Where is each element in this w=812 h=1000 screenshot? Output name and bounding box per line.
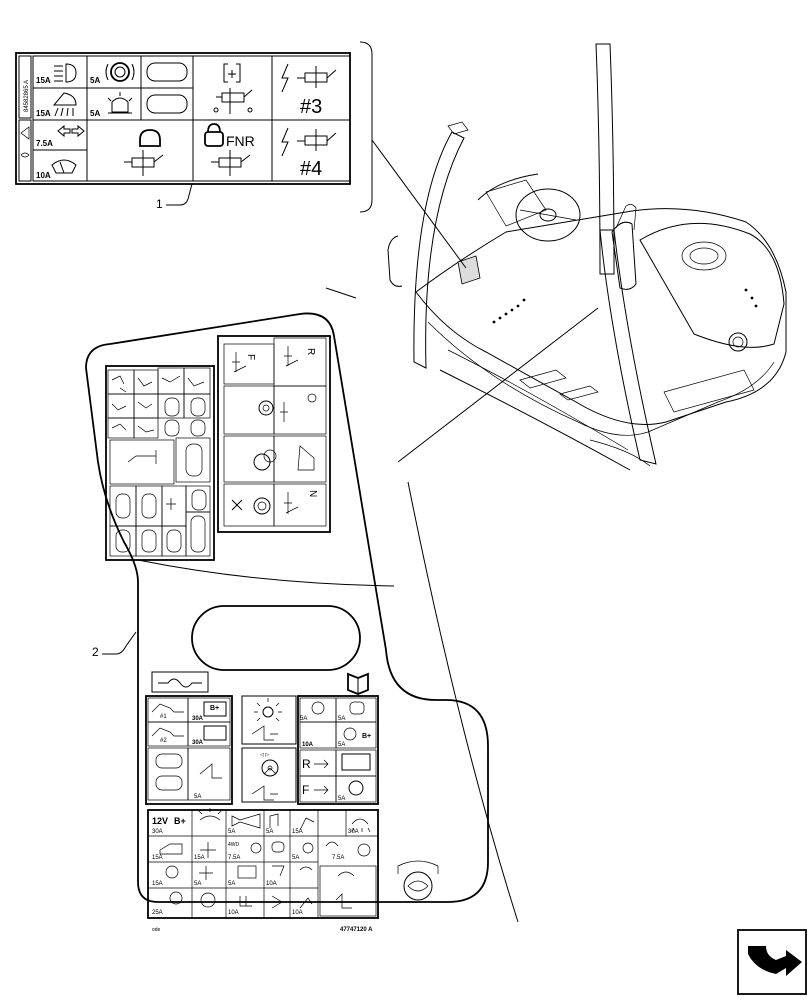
lower-left-relay-block: #1 #2 30A 30A B+ 5A bbox=[145, 695, 233, 805]
decal-window bbox=[191, 605, 361, 671]
fuse-b5: 5A bbox=[338, 796, 345, 802]
steering-wheel-icon bbox=[261, 759, 279, 777]
fuse-a1: #1 bbox=[160, 714, 167, 720]
upper-left-fuse-block bbox=[105, 365, 215, 561]
bottom-fuse-decal: R F N #1 bbox=[85, 312, 489, 933]
grid-r3-10a: 10A bbox=[266, 881, 277, 887]
grid-r1-5a-b: 5A bbox=[266, 829, 273, 835]
fuse-a2: #2 bbox=[160, 738, 167, 744]
fuse-brake-rating: 5A bbox=[90, 76, 100, 85]
fuse-wiper-rating: 10A bbox=[36, 171, 51, 180]
fuse-indicator-rating: 7.5A bbox=[36, 139, 53, 148]
relay-r: R bbox=[302, 757, 311, 771]
grid-4wd: 4WD bbox=[228, 842, 240, 848]
label-location-marker bbox=[457, 255, 481, 285]
leader-decal-edge bbox=[407, 481, 519, 923]
brake-icon bbox=[105, 62, 135, 82]
letter-f: F bbox=[245, 354, 256, 360]
decal-keyhole bbox=[397, 860, 439, 901]
lower-right-fuse-block: 5A 5A 10A B+ R F 5A 5A bbox=[297, 695, 379, 805]
cab-sketch bbox=[387, 43, 787, 471]
fuse-beacon-rating: 5A bbox=[90, 109, 100, 118]
fuse-b3: 5A bbox=[338, 716, 345, 722]
relay-4-label: #4 bbox=[300, 158, 322, 180]
upper-right-switch-block: R F N bbox=[217, 335, 331, 533]
work-light-icon bbox=[52, 92, 77, 117]
harness-icon bbox=[151, 671, 209, 693]
wiper-icon bbox=[51, 159, 77, 174]
relay-4: #4 bbox=[281, 127, 337, 180]
fuse-b2: 5A bbox=[300, 716, 307, 722]
fuse-worklight-rating: 15A bbox=[36, 109, 51, 118]
bottom-fuse-grid: 12V B+ 30A 5A 5A 15A 30A 15A 15A 7.5A 5A… bbox=[147, 808, 379, 919]
relay-b-plus-1: B+ bbox=[210, 705, 219, 712]
callout-1-label: 1 bbox=[156, 197, 163, 211]
top-doc-code: 84582865 A bbox=[24, 80, 30, 112]
grid-r3-15a: 15A bbox=[152, 881, 163, 887]
relay-b-plus-2: B+ bbox=[362, 733, 371, 740]
fuse-a4: 30A bbox=[192, 740, 204, 746]
grid-r1-30a: 30A bbox=[152, 829, 163, 835]
callout-2-label: 2 bbox=[92, 645, 99, 659]
fuse-b4: 10A bbox=[302, 742, 314, 748]
fnr-label: FNR bbox=[226, 133, 255, 149]
relay-3: #3 bbox=[281, 63, 337, 118]
grid-r2-15a-a: 15A bbox=[152, 855, 163, 861]
headlight-icon bbox=[54, 63, 77, 83]
grid-r4-10a-b: 10A bbox=[292, 910, 303, 916]
lower-mid-switch-block: ◁ ▷ bbox=[241, 695, 297, 803]
grid-r3-5a-a: 5A bbox=[194, 881, 201, 887]
letter-n: N bbox=[307, 490, 318, 497]
grid-r1-5a-a: 5A bbox=[228, 829, 235, 835]
fuse-a3: 30A bbox=[192, 716, 204, 722]
lock-icon bbox=[204, 123, 224, 147]
grid-12v: 12V bbox=[152, 816, 168, 826]
leader-top bbox=[371, 139, 467, 269]
grid-r2-7-5a: 7.5A bbox=[228, 855, 240, 861]
leader-bottom bbox=[397, 307, 599, 463]
grid-r2-5a: 5A bbox=[292, 855, 299, 861]
fan-icon bbox=[254, 698, 282, 722]
relay-fnr: FNR bbox=[204, 123, 255, 176]
letter-r: R bbox=[305, 348, 316, 355]
knob-marks: ◁ ▷ bbox=[260, 752, 269, 758]
grid-bplus: B+ bbox=[174, 816, 186, 826]
grid-r4-25a: 25A bbox=[152, 910, 163, 916]
indicator-icon bbox=[57, 124, 85, 138]
grid-r2-15a-b: 15A bbox=[194, 855, 205, 861]
relay-3-label: #3 bbox=[300, 96, 322, 118]
vent-dots bbox=[492, 288, 758, 324]
decal-small-mark: ode bbox=[152, 927, 161, 933]
seat-relay bbox=[124, 129, 164, 176]
callout-1: 1 bbox=[156, 183, 193, 211]
beacon-icon bbox=[107, 92, 133, 114]
decal-part-number: 47747120 A bbox=[340, 927, 373, 933]
grid-r1-15a: 15A bbox=[292, 829, 303, 835]
continue-arrow-icon[interactable] bbox=[737, 929, 807, 995]
lightning-icon bbox=[281, 63, 289, 93]
grid-r1-30a-b: 30A bbox=[348, 829, 359, 835]
book-icon bbox=[347, 672, 369, 695]
fuse-b1: 5A bbox=[194, 794, 201, 800]
horn-icon bbox=[231, 813, 261, 829]
top-fuse-label: 84582865 A 15A 15A 5A 5A bbox=[15, 52, 351, 185]
callout-2: 2 bbox=[92, 631, 137, 659]
top-bracket bbox=[359, 41, 373, 213]
grid-r3-5a-b: 5A bbox=[228, 881, 235, 887]
relay-f: F bbox=[302, 783, 309, 797]
grid-r4-10a-a: 10A bbox=[228, 910, 239, 916]
fuse-headlight-rating: 15A bbox=[36, 76, 51, 85]
grid-r2-7-5a-b: 7.5A bbox=[332, 855, 344, 861]
fuse-b6: 5A bbox=[338, 742, 345, 748]
relay-icon bbox=[213, 63, 253, 114]
